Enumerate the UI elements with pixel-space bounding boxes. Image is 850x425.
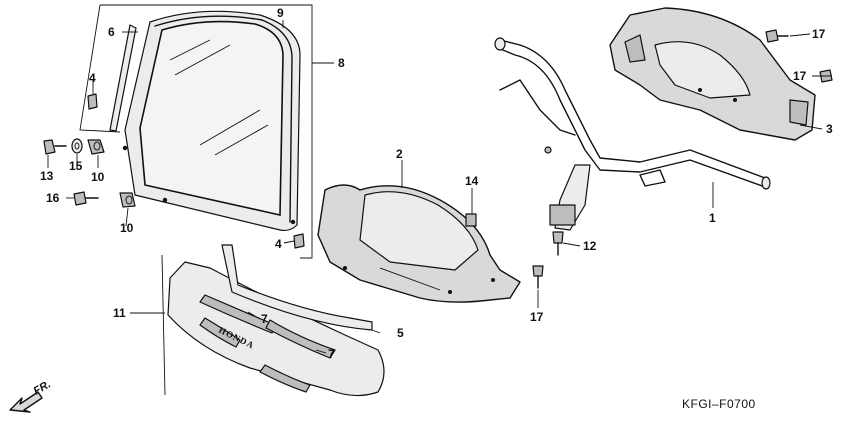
callout-5: 5 xyxy=(397,326,404,340)
nut-10-upper xyxy=(87,139,105,155)
front-direction-arrow: FR. xyxy=(9,378,53,413)
windscreen-trim xyxy=(154,15,293,223)
callout-7-upper: 7 xyxy=(261,312,268,326)
windscreen-glass xyxy=(139,20,284,216)
washer-15 xyxy=(71,138,83,154)
callout-8: 8 xyxy=(338,56,345,70)
callout-17-middle: 17 xyxy=(530,310,544,324)
callout-14: 14 xyxy=(465,174,479,188)
callout-17-right: 17 xyxy=(793,69,807,83)
screw-17-upper xyxy=(765,29,789,43)
callout-15: 15 xyxy=(69,159,83,173)
screw-13 xyxy=(43,139,67,155)
callout-11: 11 xyxy=(113,306,126,320)
callout-9: 9 xyxy=(277,6,284,20)
drawing-code: KFGI–F0700 xyxy=(682,397,756,411)
callout-4-upper: 4 xyxy=(89,71,96,85)
screw-17-middle xyxy=(532,265,544,289)
side-trim-strip xyxy=(109,24,137,132)
front-arrow-label: FR. xyxy=(32,378,53,397)
callout-10-lower: 10 xyxy=(120,221,134,235)
callout-3: 3 xyxy=(826,122,833,136)
callout-6: 6 xyxy=(108,25,115,39)
grommet-lower xyxy=(293,233,305,249)
callout-17-upper: 17 xyxy=(812,27,826,41)
grommet-upper xyxy=(87,93,98,110)
callout-13: 13 xyxy=(40,169,54,183)
callout-2: 2 xyxy=(396,147,403,161)
callout-10-upper: 10 xyxy=(91,170,105,184)
lower-front-cover: HONDA xyxy=(161,254,385,397)
handlebar xyxy=(494,37,771,231)
leader-lines xyxy=(47,20,832,354)
front-handle-cover xyxy=(317,184,521,303)
rear-handle-cover xyxy=(609,7,816,141)
bolt-12 xyxy=(552,231,564,256)
clip-14 xyxy=(465,213,477,227)
windscreen-assembly xyxy=(79,4,313,259)
nut-10-lower xyxy=(119,192,136,208)
callout-1: 1 xyxy=(709,211,716,225)
screw-16 xyxy=(73,191,99,206)
callout-4-lower: 4 xyxy=(275,237,282,251)
callout-16: 16 xyxy=(46,191,60,205)
strip-5 xyxy=(221,244,373,331)
callout-7-lower: 7 xyxy=(328,347,335,361)
callout-12: 12 xyxy=(583,239,597,253)
